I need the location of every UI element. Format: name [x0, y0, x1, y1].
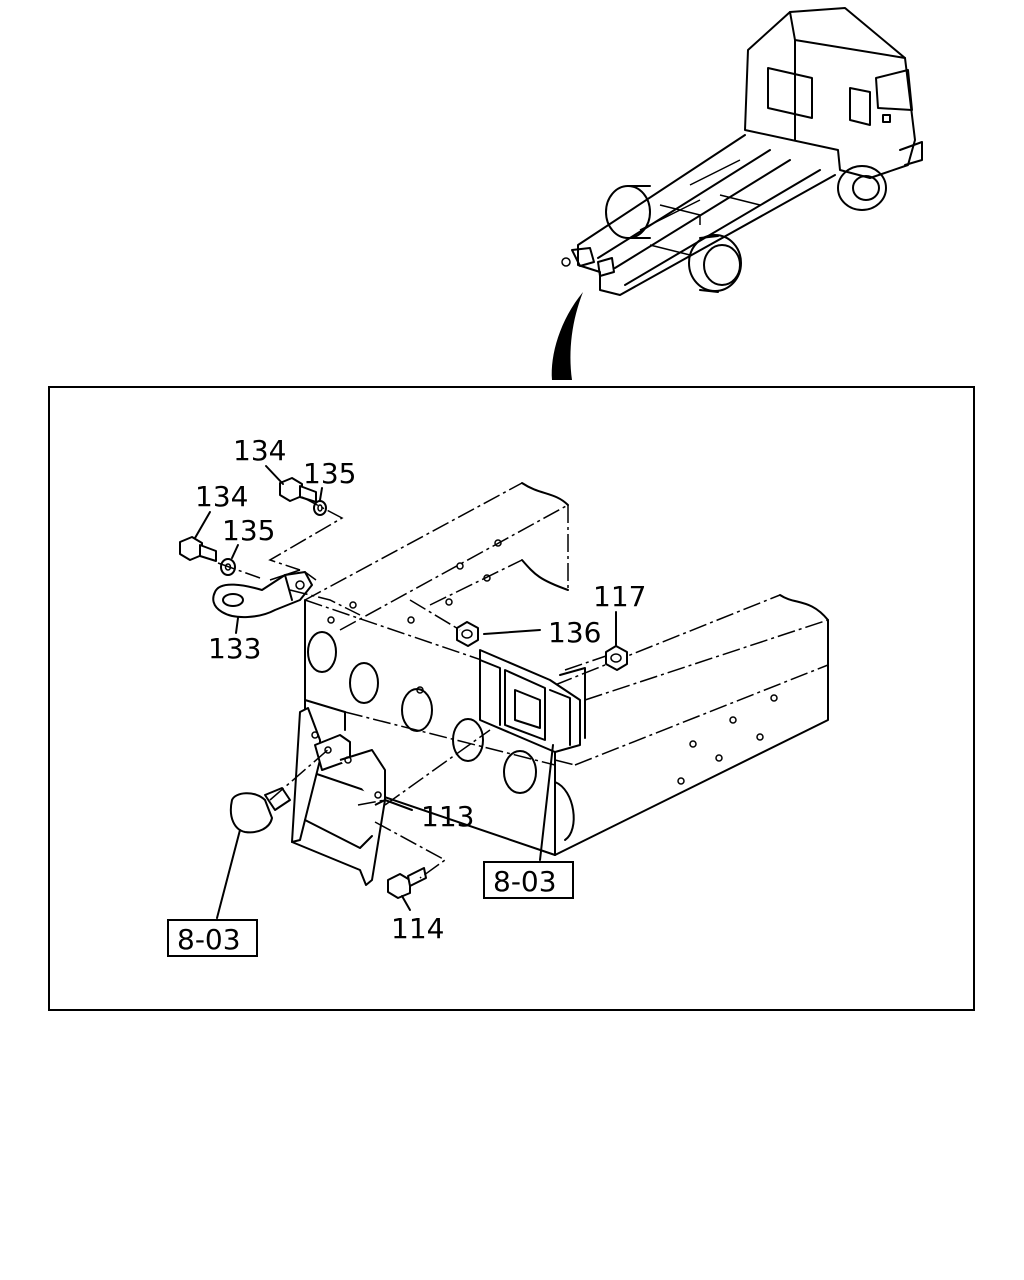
reference-box-right[interactable]: 8-03	[483, 861, 574, 899]
part-label-135-upper: 135	[303, 457, 356, 490]
bolt-134-lower	[179, 536, 217, 562]
nut-117	[605, 645, 628, 671]
lamp-bracket-part	[291, 707, 386, 886]
bolt-114	[387, 867, 427, 899]
part-label-135-lower: 135	[222, 514, 275, 547]
part-label-134-lower: 134	[195, 480, 248, 513]
part-label-136: 136	[548, 616, 601, 649]
leader-lines	[194, 465, 617, 919]
part-label-133: 133	[208, 632, 261, 665]
reference-label-left: 8-03	[177, 923, 241, 956]
tow-hook-part	[212, 569, 317, 618]
part-label-113: 113	[421, 800, 474, 833]
part-label-134-upper: 134	[233, 434, 286, 467]
detail-frame	[48, 386, 975, 1011]
reference-box-left[interactable]: 8-03	[167, 919, 258, 957]
truck-overview-illustration	[551, 7, 923, 380]
nut-136	[456, 621, 479, 647]
reference-label-right: 8-03	[493, 865, 557, 898]
part-label-114: 114	[391, 912, 444, 945]
side-marker-lamp	[229, 787, 291, 834]
rear-lamp-assembly	[479, 649, 586, 753]
part-label-117: 117	[593, 580, 646, 613]
